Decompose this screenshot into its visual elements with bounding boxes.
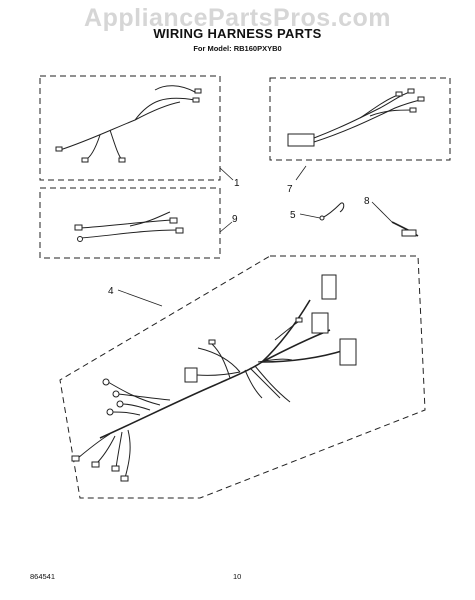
harness-part-1: [39, 75, 221, 181]
callout-9: 9: [232, 214, 238, 225]
page-title: WIRING HARNESS PARTS: [153, 26, 322, 41]
callout-4: 4: [108, 286, 114, 297]
leader-lines: [117, 165, 393, 307]
part-5-jumper: [319, 202, 345, 221]
callout-5: 5: [290, 210, 296, 221]
part-8-clip: [391, 221, 419, 237]
watermark: AppliancePartsPros.com: [84, 4, 391, 32]
harness-part-9: [39, 187, 221, 259]
diagram-code: 864541: [30, 572, 56, 581]
model-subtitle: For Model: RB160PXYB0: [193, 44, 282, 53]
page-number: 10: [233, 572, 242, 581]
callout-8: 8: [364, 196, 370, 207]
callout-7: 7: [287, 184, 293, 195]
callout-1: 1: [234, 178, 240, 189]
harness-part-7: [269, 77, 451, 161]
harness-part-4-main: [59, 255, 426, 499]
